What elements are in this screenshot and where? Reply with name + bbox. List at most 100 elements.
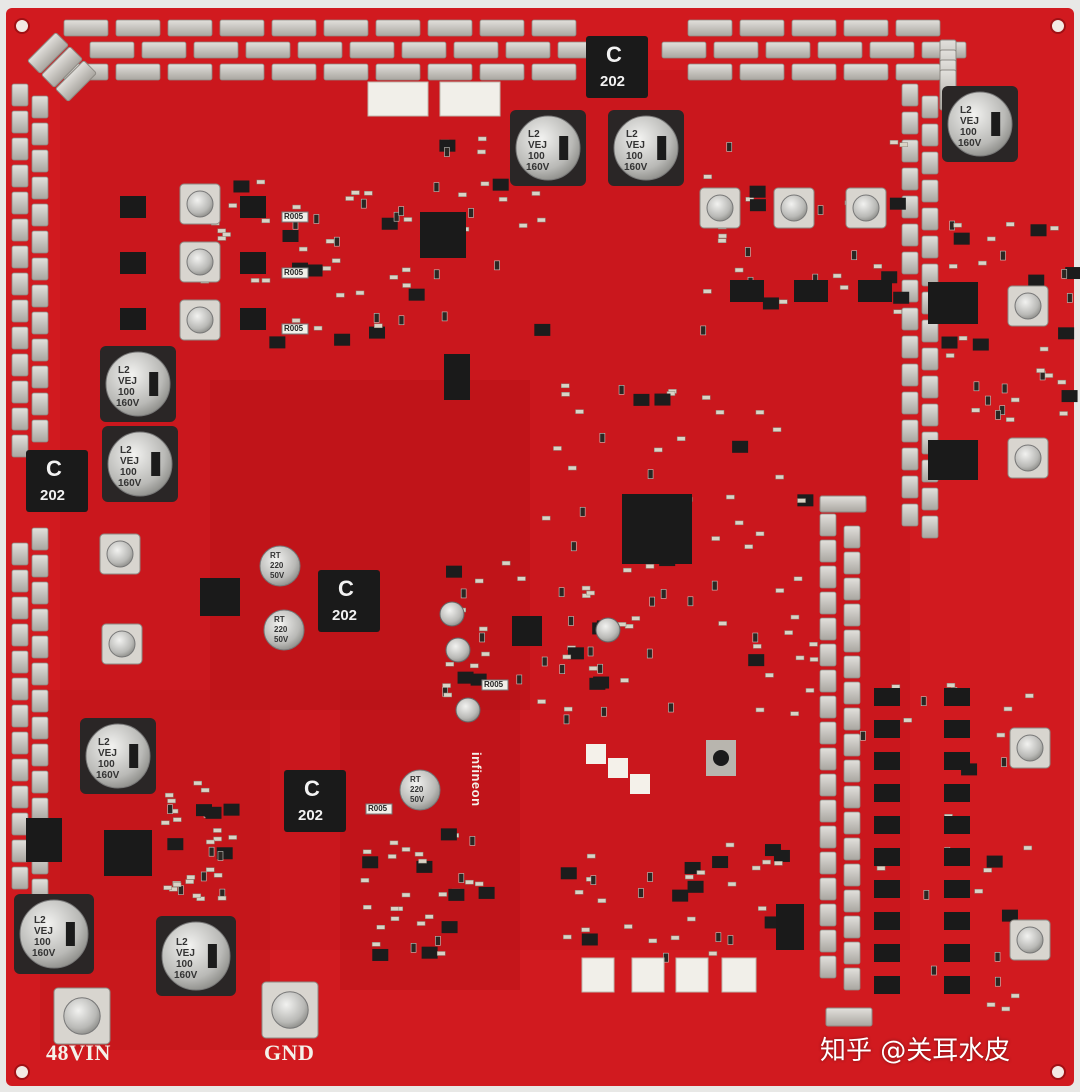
smd-passive bbox=[726, 494, 735, 500]
smd-passive bbox=[618, 385, 625, 395]
smd-passive bbox=[758, 906, 767, 911]
copper-pad bbox=[791, 19, 837, 37]
power-mosfet-lower bbox=[928, 440, 978, 480]
screw-terminal-head bbox=[1016, 734, 1044, 762]
copper-pad bbox=[843, 19, 889, 37]
header-connector-1 bbox=[367, 81, 429, 117]
copper-pad bbox=[297, 41, 343, 59]
copper-pad bbox=[31, 230, 49, 254]
shunt-resistor-marking: R005 bbox=[368, 804, 388, 813]
tactile-switch-button[interactable] bbox=[713, 750, 729, 766]
capacitor-can bbox=[515, 115, 581, 181]
copper-pad bbox=[31, 662, 49, 686]
smd-passive bbox=[620, 678, 629, 683]
copper-pad bbox=[819, 825, 837, 849]
smd-passive bbox=[734, 267, 744, 273]
smd-passive bbox=[445, 661, 455, 667]
copper-pad bbox=[479, 63, 525, 81]
smd-passive bbox=[414, 851, 424, 857]
smd-passive bbox=[206, 867, 215, 872]
smd-passive bbox=[1057, 379, 1067, 385]
capacitor-marking-voltage: 160V bbox=[32, 948, 56, 959]
copper-pad bbox=[11, 83, 29, 107]
smd-passive bbox=[685, 874, 694, 880]
smd-ic bbox=[282, 229, 299, 242]
smd-ic bbox=[684, 861, 701, 874]
copper-pad bbox=[11, 407, 29, 431]
driver-ic bbox=[730, 280, 764, 302]
smd-passive bbox=[1001, 1006, 1010, 1012]
smd-passive bbox=[376, 924, 386, 930]
copper-pad bbox=[11, 839, 29, 863]
mcu-chip bbox=[622, 494, 692, 564]
smd-passive bbox=[574, 890, 584, 895]
screw-terminal-head bbox=[1016, 926, 1044, 954]
smd-passive bbox=[1006, 222, 1015, 227]
smd-passive bbox=[974, 888, 983, 894]
copper-pour-region bbox=[210, 380, 530, 710]
copper-pad bbox=[505, 41, 551, 59]
smd-passive bbox=[790, 614, 800, 620]
copper-pad bbox=[921, 151, 939, 175]
small-capacitor-series: RT bbox=[270, 551, 281, 560]
capacitor-marking-value: 100 bbox=[118, 387, 135, 398]
copper-pad bbox=[375, 19, 421, 37]
smd-ic bbox=[369, 326, 386, 339]
copper-pad bbox=[531, 63, 577, 81]
smd-passive bbox=[1023, 845, 1033, 851]
smd-passive bbox=[649, 596, 656, 607]
smd-passive bbox=[401, 892, 411, 898]
capacitor-polarity-stripe bbox=[991, 112, 1001, 136]
smd-passive bbox=[752, 644, 762, 649]
smd-ic bbox=[408, 288, 425, 301]
copper-pad bbox=[661, 41, 707, 59]
smd-passive bbox=[590, 875, 597, 885]
smd-passive bbox=[444, 147, 450, 157]
smd-passive bbox=[985, 395, 991, 406]
smd-ic bbox=[732, 440, 749, 453]
mosfet bbox=[944, 944, 970, 962]
smd-ic bbox=[712, 856, 729, 869]
smd-passive bbox=[647, 469, 654, 479]
smd-ic bbox=[233, 180, 250, 193]
smd-passive bbox=[920, 696, 927, 706]
smd-ic bbox=[167, 838, 184, 851]
smd-passive bbox=[418, 858, 427, 864]
smd-passive bbox=[178, 885, 184, 895]
capacitor-marking-value: 100 bbox=[960, 127, 977, 138]
copper-pad bbox=[31, 581, 49, 605]
capacitor-marking-code: VEJ bbox=[960, 116, 979, 127]
smd-passive bbox=[762, 859, 771, 865]
small-capacitor-can bbox=[399, 769, 441, 811]
smd-passive bbox=[477, 149, 486, 155]
smd-passive bbox=[744, 544, 753, 549]
smd-passive bbox=[313, 325, 323, 331]
smd-passive bbox=[561, 383, 570, 389]
smd-passive bbox=[200, 787, 210, 793]
smd-passive bbox=[362, 849, 372, 855]
screw-terminal-head bbox=[852, 194, 880, 222]
copper-pad bbox=[11, 326, 29, 350]
smd-passive bbox=[752, 865, 761, 871]
shunt-resistor-marking: R005 bbox=[284, 268, 304, 277]
smd-passive bbox=[631, 616, 641, 621]
electrolytic-capacitors bbox=[14, 86, 1018, 996]
smd-passive bbox=[805, 688, 815, 693]
smd-passive bbox=[958, 336, 968, 341]
smd-ic bbox=[223, 803, 240, 816]
top-pad-rows bbox=[27, 19, 967, 102]
smd-passive bbox=[601, 706, 607, 717]
smd-passive bbox=[217, 228, 226, 234]
mounting-hole-bottom-left bbox=[14, 1064, 30, 1080]
smd-passive bbox=[809, 642, 818, 647]
copper-pad bbox=[31, 770, 49, 794]
small-capacitor-value: 220 bbox=[274, 625, 288, 634]
mosfet bbox=[240, 196, 266, 218]
smd-passive bbox=[987, 236, 996, 242]
smd-passive bbox=[435, 936, 441, 946]
copper-pad bbox=[11, 245, 29, 269]
smd-passive bbox=[893, 309, 902, 315]
smd-passive bbox=[345, 196, 354, 201]
smd-passive bbox=[700, 325, 707, 336]
small-capacitor-voltage: 50V bbox=[270, 571, 285, 580]
